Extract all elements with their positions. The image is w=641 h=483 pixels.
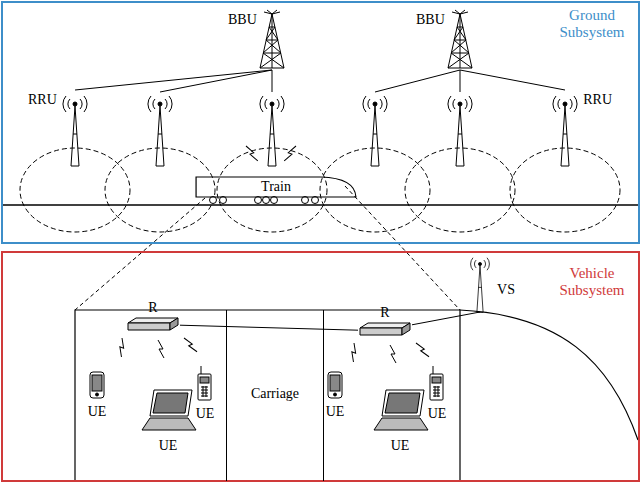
node-label: R — [358, 305, 412, 321]
router: R — [126, 300, 180, 336]
node-label: BBU — [228, 12, 257, 28]
device-label: UE — [196, 406, 215, 422]
vehicle-station: VS — [472, 254, 515, 312]
node-label: RRU — [583, 92, 612, 108]
device-label: UE — [88, 404, 107, 420]
link-line — [412, 312, 480, 325]
node-label: Vehicle Subsystem — [550, 265, 634, 300]
node-label: Ground Subsystem — [550, 7, 634, 42]
vehicle-subsystem-region: Vehicle Subsystem VS R R Carriage — [1, 251, 640, 482]
link-line — [460, 70, 565, 90]
ground-subsystem-region: Ground Subsystem BBU BBU RRU RRU Train — [1, 1, 640, 244]
train: Train — [195, 176, 357, 198]
bbu-tower: BBU — [228, 10, 300, 70]
node-label: Carriage — [227, 386, 323, 402]
node-label: RRU — [28, 92, 57, 108]
rru-antenna: RRU — [28, 90, 112, 168]
device-label: UE — [428, 406, 447, 422]
node-label: VS — [497, 282, 515, 298]
device-label: UE — [159, 438, 178, 454]
node-label: R — [126, 300, 180, 316]
carriage-section: Carriage — [226, 310, 324, 481]
link-line — [75, 70, 272, 90]
node-label: BBU — [416, 12, 445, 28]
node-label: Train — [195, 179, 357, 195]
bbu-tower: BBU — [416, 10, 488, 70]
device-label: UE — [326, 404, 345, 420]
device-label: UE — [391, 438, 410, 454]
router: R — [358, 305, 412, 341]
rru-antenna: RRU — [530, 90, 612, 168]
link-line — [180, 325, 358, 330]
